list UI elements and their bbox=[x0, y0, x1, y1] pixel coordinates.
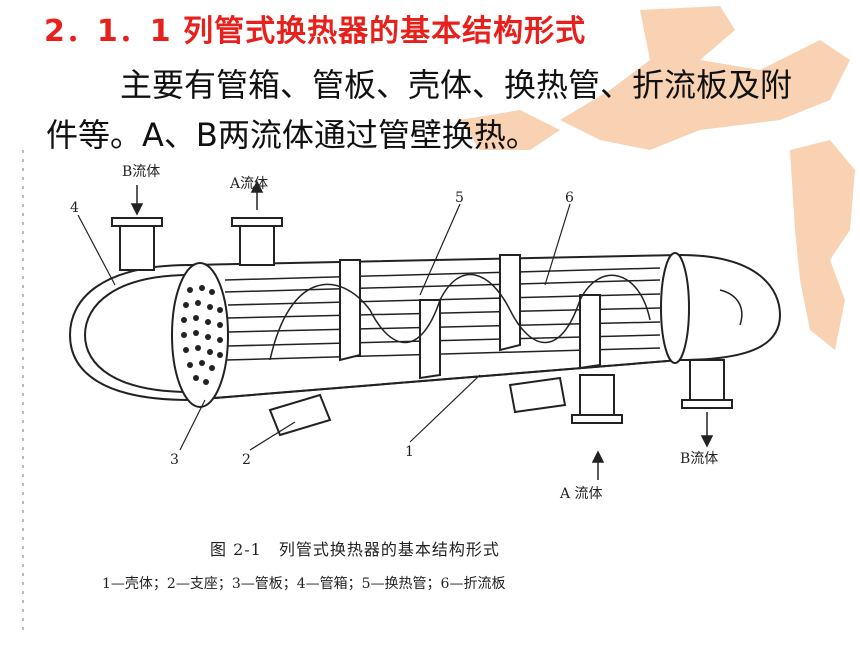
support-left bbox=[268, 393, 332, 437]
b-outlet-nozzle bbox=[689, 359, 725, 401]
leader-lines bbox=[77, 203, 571, 451]
b-inlet-nozzle bbox=[119, 224, 155, 271]
b-outlet-label: B流体 bbox=[680, 451, 718, 467]
left-rail-decoration bbox=[22, 150, 24, 630]
part-number-2: 2 bbox=[242, 452, 251, 468]
a-inlet-label: A 流体 bbox=[559, 486, 603, 502]
section-heading: 2．1．1 列管式换热器的基本结构形式 bbox=[44, 14, 587, 49]
tube-holes bbox=[181, 285, 223, 385]
part-number-1: 1 bbox=[405, 444, 414, 460]
baffles bbox=[339, 254, 601, 380]
figure-caption-legend: 1—壳体；2—支座；3—管板；4—管箱；5—换热管；6—折流板 bbox=[102, 575, 505, 592]
b-inlet-label: B流体 bbox=[122, 164, 160, 180]
figure-caption-title: 图 2-1 列管式换热器的基本结构形式 bbox=[210, 540, 500, 559]
a-inlet-nozzle bbox=[579, 374, 615, 416]
part-number-4: 4 bbox=[70, 200, 79, 216]
heat-exchanger-figure: B流体 A流体 A 流体 B流体 4 5 6 3 2 1 图 2-1 列管式换热… bbox=[68, 164, 782, 592]
part-number-5: 5 bbox=[455, 190, 464, 206]
part-number-6: 6 bbox=[565, 190, 574, 206]
part-number-3: 3 bbox=[170, 452, 179, 468]
exchanger-drawing bbox=[68, 217, 782, 437]
flow-arrows bbox=[130, 180, 714, 480]
a-outlet-nozzle bbox=[239, 224, 275, 266]
tube-box bbox=[68, 264, 191, 401]
support-right bbox=[508, 376, 567, 414]
shell-side-flow bbox=[269, 273, 651, 361]
tube-sheet bbox=[171, 262, 229, 408]
a-outlet-label: A流体 bbox=[229, 176, 268, 192]
description-paragraph: 主要有管箱、管板、壳体、换热管、折流板及附件等。A、B两流体通过管壁换热。 bbox=[46, 66, 793, 154]
